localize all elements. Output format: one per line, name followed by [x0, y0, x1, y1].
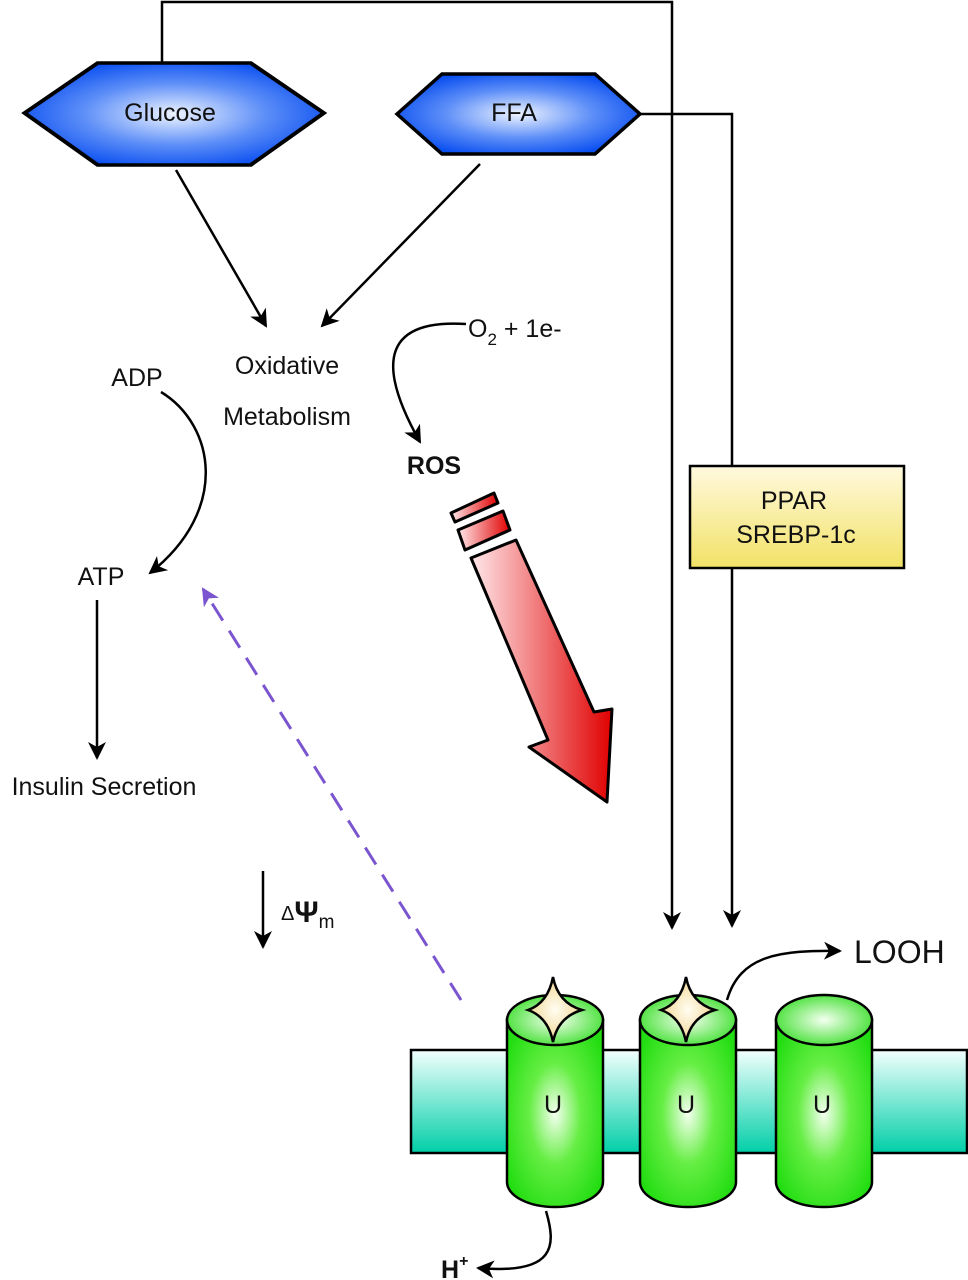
- regulator-rect: [688, 464, 906, 570]
- proton-leak-arrow: [476, 1210, 552, 1279]
- ucp-label: U: [813, 1091, 831, 1119]
- ppar-label: PPAR: [761, 487, 827, 515]
- glucose-feedback-line: [160, 0, 681, 930]
- ucp-channel[interactable]: U: [638, 976, 738, 1209]
- ucp-cylinder-body: [638, 1018, 738, 1209]
- looh-label: LOOH: [854, 934, 945, 970]
- oxidative-modification-star-icon: [657, 976, 720, 1043]
- ros-arrow-dash-small: [449, 491, 500, 524]
- ros-damage-arrow: [449, 491, 614, 804]
- ucp-cylinder-body: [774, 1018, 874, 1209]
- oxidative-label: Oxidative: [235, 352, 339, 380]
- ffa-label: FFA: [491, 99, 537, 127]
- ucp-channel[interactable]: U: [774, 993, 874, 1209]
- ucp-label: U: [544, 1091, 562, 1119]
- ffa-regulator-line: [640, 112, 741, 928]
- ucp-cylinder-body: [505, 1018, 605, 1209]
- adp-to-atp-arrow: [148, 390, 207, 575]
- ucp-channel[interactable]: U: [505, 976, 605, 1209]
- ffa-to-metabolism-arrow: [320, 163, 481, 328]
- ucp-cylinder-top: [774, 993, 874, 1047]
- adp-label: ADP: [111, 364, 162, 392]
- glucose-node[interactable]: Glucose: [21, 61, 328, 167]
- metabolism-label: Metabolism: [223, 403, 351, 431]
- regulator-box[interactable]: PPAR SREBP-1c: [688, 464, 906, 570]
- glucose-hexagon: [21, 61, 328, 167]
- srebp-label: SREBP-1c: [736, 521, 855, 549]
- atp-label: ATP: [78, 563, 125, 591]
- glucose-label: Glucose: [124, 99, 216, 127]
- membrane-potential-dashed-arrow: [201, 587, 463, 1001]
- ffa-node[interactable]: FFA: [394, 72, 643, 156]
- proton-label: H+: [441, 1253, 468, 1280]
- ucp-label: U: [677, 1091, 695, 1119]
- glucose-to-metabolism-arrow: [174, 169, 268, 328]
- ros-arrow-body: [469, 538, 614, 804]
- ros-label: ROS: [407, 452, 461, 480]
- membrane-potential-label: ΔΨm: [281, 896, 334, 933]
- oxidative-modification-star-icon: [524, 976, 587, 1043]
- insulin-secretion-label: Insulin Secretion: [12, 773, 197, 801]
- ffa-hexagon: [394, 72, 643, 156]
- looh-arrow: [725, 941, 842, 1001]
- oxygen-to-ros-arrow: [391, 322, 467, 444]
- ros-arrow-dash-medium: [456, 509, 512, 552]
- oxygen-electron-label: O2 + 1e-: [468, 315, 562, 349]
